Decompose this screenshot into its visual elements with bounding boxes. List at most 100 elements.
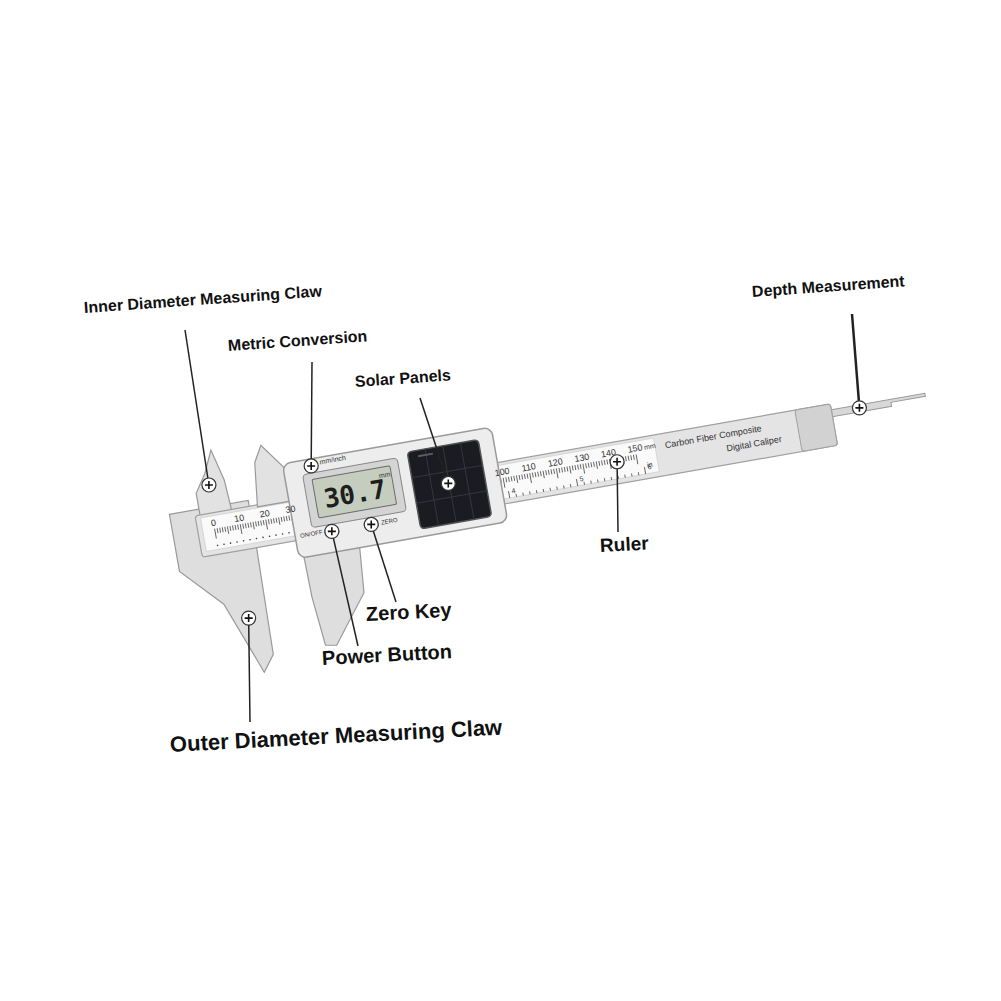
mm-tick [503,478,505,488]
mm-tick [577,465,579,470]
marker-plus [613,458,621,466]
marker-plus [367,520,375,528]
marker-plus [245,614,253,622]
part-label: Zero Key [365,600,452,624]
leader-line [310,362,312,466]
inch-tick [570,484,572,487]
inch-dot [256,538,258,540]
mm-tick [516,475,517,482]
inch-dot [275,534,277,536]
mm-tick [628,456,630,461]
target-marker [304,459,318,473]
inch-tick [563,485,565,488]
mm-tick [235,525,237,530]
mm-tick [574,465,576,470]
inch-tick [522,493,524,496]
inch-tick [604,478,606,481]
inch-tick [556,487,558,490]
marker-plus [855,404,863,412]
mm-tick [532,473,534,478]
inch-tick [617,476,619,479]
inch-dot [236,541,238,543]
part-label: Metric Conversion [227,328,367,354]
leader-line [332,531,358,646]
slider-body [282,427,507,558]
mm-tick [519,475,521,480]
unit-button [305,461,318,471]
mm-tick [511,476,513,481]
target-marker [610,455,624,469]
part-label: Outer Diameter Measuring Claw [169,717,502,756]
inch-dot [217,544,219,546]
mm-tick [268,519,270,524]
mm-tick [266,520,268,530]
mm-tick [588,463,590,468]
target-marker [364,517,378,531]
mm-tick [255,521,257,526]
mm-tick [551,469,553,474]
mm-tick [623,457,624,464]
marker-circle [610,455,624,469]
mm-tick [513,476,515,481]
mm-tick [556,468,558,478]
unit-mark: in [647,461,654,469]
marker-circle [364,517,378,531]
mm-tick [580,464,582,469]
solar-cell-grid [407,440,491,529]
mm-tick [633,455,635,460]
mm-tick [527,474,529,479]
lcd-frame [303,458,407,528]
target-marker [441,476,455,490]
part-label: Ruler [600,533,650,555]
mm-tick [537,472,539,477]
inch-dot [243,540,245,542]
target-marker [242,611,256,625]
mm-tick [283,516,285,521]
mm-tick [263,520,265,525]
mm-tick [258,521,260,526]
marker-plus [328,527,336,535]
mm-tick [260,521,262,526]
inch-tick [624,475,626,478]
inch-dot [223,543,225,545]
mm-tick [240,524,242,534]
mm-tick [222,527,224,532]
part-label: Depth Measurement [751,273,905,300]
mm-tick [585,463,587,468]
mm-tick [564,467,566,472]
mm-tick [583,464,585,474]
inch-dot [249,539,251,541]
marker-plus [307,462,315,470]
depth-rod [821,393,926,418]
part-label: Inner Diameter Measuring Claw [83,283,322,316]
target-marker [202,478,216,492]
leader-line [852,314,859,408]
mm-tick [596,461,597,468]
marker-circle [304,459,318,473]
mm-tick [617,458,619,463]
power-button [324,526,339,536]
mm-tick [508,477,510,482]
mm-tick [535,472,537,477]
inch-tick [597,479,599,482]
scale-number: 30 [285,504,296,515]
part-label: Solar Panels [354,367,451,390]
mm-tick [253,522,254,529]
mm-tick [610,459,612,469]
mm-tick [276,518,278,523]
mm-tick [524,474,526,479]
fixed-inner-jaw [189,448,231,516]
target-marker [325,524,339,538]
mm-tick [612,459,614,464]
inch-dot [262,536,264,538]
mm-tick [215,529,217,539]
moving-outer-jaw [303,543,376,648]
mm-tick [250,522,252,527]
inch-tick [611,477,613,480]
mm-tick [273,518,275,523]
mm-tick [553,469,555,474]
mm-tick [245,523,247,528]
display-reading: 30.7 [322,476,388,512]
marker-circle [441,476,455,490]
marker-circle [325,524,339,538]
